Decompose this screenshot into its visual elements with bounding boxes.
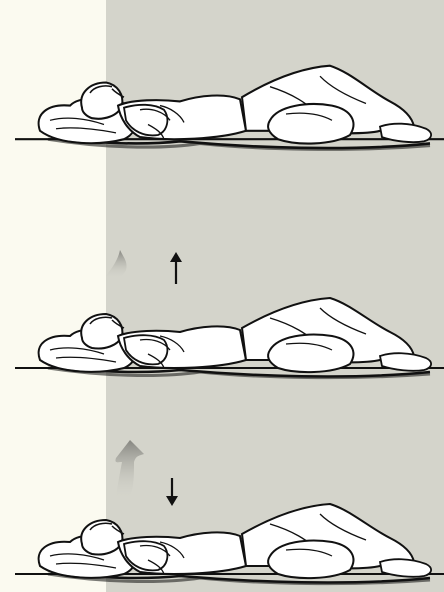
exhale-air-icon bbox=[115, 440, 144, 500]
inhale-air-icon bbox=[106, 250, 127, 279]
figure-resting bbox=[15, 66, 444, 150]
arrow-down-icon bbox=[166, 478, 178, 506]
figure-inhale bbox=[15, 298, 444, 378]
arrow-up-icon bbox=[170, 252, 182, 284]
figure-exhale bbox=[15, 504, 444, 584]
